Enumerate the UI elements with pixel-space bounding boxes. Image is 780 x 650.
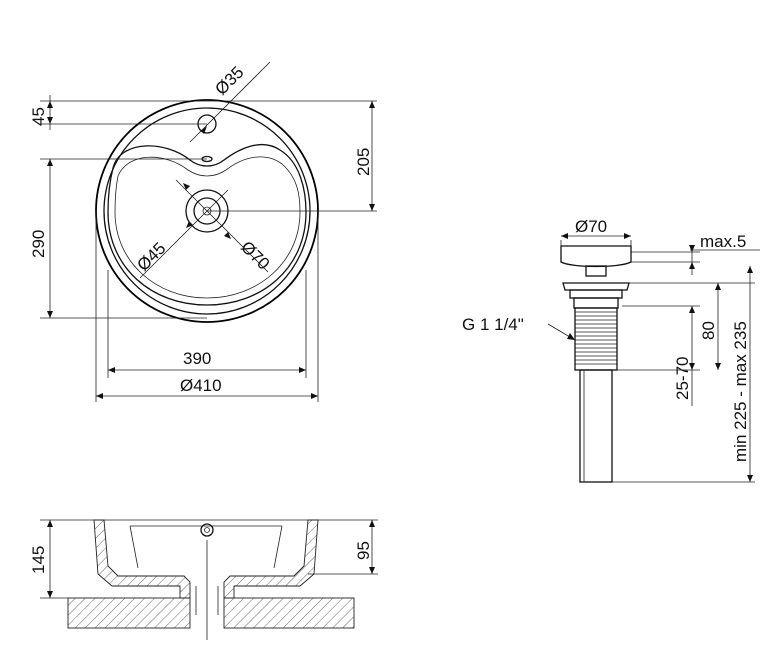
drain-detail: Ø70 max.5 G 1 1/4" 80 25-70 min 225 - ma… [462,217,760,483]
dim-390: 390 [183,349,211,368]
dim-80: 80 [699,321,718,340]
dim-tap-diameter: Ø35 [211,63,247,99]
dim-95: 95 [354,541,373,560]
dim-max5: max.5 [700,232,746,251]
basin-side-view: 145 95 [29,519,378,640]
dim-cap-diameter: Ø70 [575,217,607,236]
basin-bowl-outline [107,143,307,306]
dim-25-70: 25-70 [673,357,692,400]
dim-290: 290 [29,230,48,258]
dim-drain-outer-diameter: Ø70 [237,237,273,273]
basin-top-view: Ø35 45 205 290 Ø45 Ø70 390 Ø410 [29,61,377,402]
dim-drain-inner-diameter: Ø45 [133,239,169,275]
dim-205: 205 [354,148,373,176]
dim-145: 145 [29,546,48,574]
basin-bowl-inner [114,156,301,299]
thread-label: G 1 1/4" [462,315,524,334]
dim-45: 45 [29,107,48,126]
dim-total-range: min 225 - max 235 [731,321,750,462]
dim-410: Ø410 [180,376,222,395]
